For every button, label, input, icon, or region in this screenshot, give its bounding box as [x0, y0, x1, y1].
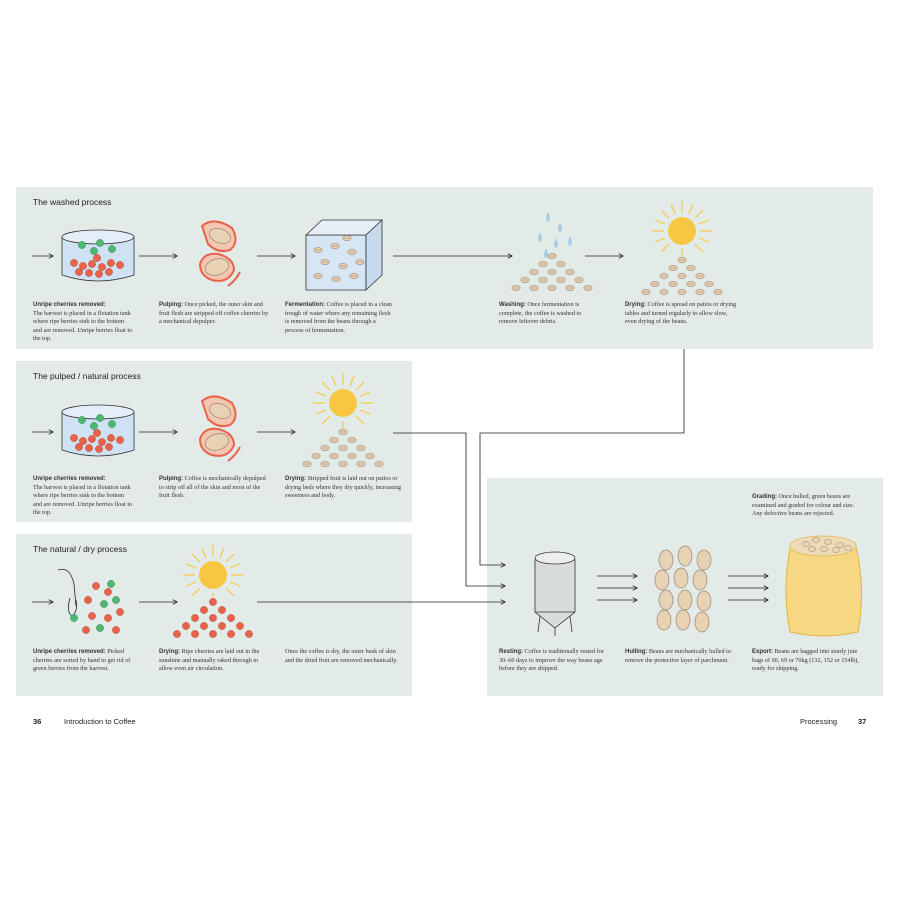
jute-bag-icon — [785, 535, 863, 637]
washed-step-caption: Washing: Once fermentation is complete, … — [499, 301, 582, 326]
flotation-tank-icon — [62, 230, 134, 281]
right-page-number: 37 — [858, 717, 867, 726]
depulper-icon — [199, 395, 241, 462]
washed-step-caption: Drying: Coffee is spread on patios or dr… — [625, 301, 737, 326]
natural-step-caption: Once the coffee is dry, the outer husk o… — [285, 648, 398, 664]
washed-panel — [16, 187, 873, 349]
depulper-icon — [199, 220, 241, 287]
washed-step-caption: Unripe cherries removed:The harvest is p… — [33, 302, 133, 343]
sun-drying-icon — [173, 544, 253, 638]
pulped-step-caption: Drying: Stripped fruit is laid out on pa… — [285, 475, 401, 500]
fermentation-cube-icon — [304, 219, 384, 291]
washing-water-icon — [512, 212, 592, 291]
sun-drying-icon — [642, 200, 722, 295]
silo-icon — [534, 551, 576, 636]
left-running-title: Introduction to Coffee — [64, 717, 136, 726]
washed-step-caption: Pulping: Once picked, the outer skin and… — [159, 301, 269, 326]
washed-title: The washed process — [33, 197, 112, 207]
hulled-beans-icon — [654, 545, 712, 633]
final-step-caption: Hulling: Beans are mechanically hulled t… — [625, 648, 731, 664]
final-step-caption: Grading: Once hulled, green beans are ex… — [752, 493, 855, 518]
natural-step-caption: Unripe cherries removed: Picked cherries… — [33, 648, 131, 673]
pulped-step-caption: Pulping: Coffee is mechanically depulped… — [159, 475, 266, 500]
final-step-caption: Export: Beans are bagged into sturdy jut… — [752, 648, 859, 673]
hand-sorting-icon — [57, 568, 124, 634]
natural-title: The natural / dry process — [33, 544, 128, 554]
right-running-title: Processing — [800, 717, 838, 726]
final-step-caption: Resting: Coffee is traditionally rested … — [499, 648, 604, 673]
flotation-tank-icon — [62, 405, 134, 456]
natural-step-caption: Drying: Ripe cherries are laid out in th… — [159, 648, 260, 673]
left-page-number: 36 — [33, 717, 42, 726]
pulped-title: The pulped / natural process — [33, 371, 141, 381]
sun-drying-icon — [303, 372, 383, 467]
pulped-step-caption: Unripe cherries removed:The harvest is p… — [33, 476, 133, 517]
washed-step-caption: Fermentation: Coffee is placed in a clea… — [285, 301, 392, 334]
